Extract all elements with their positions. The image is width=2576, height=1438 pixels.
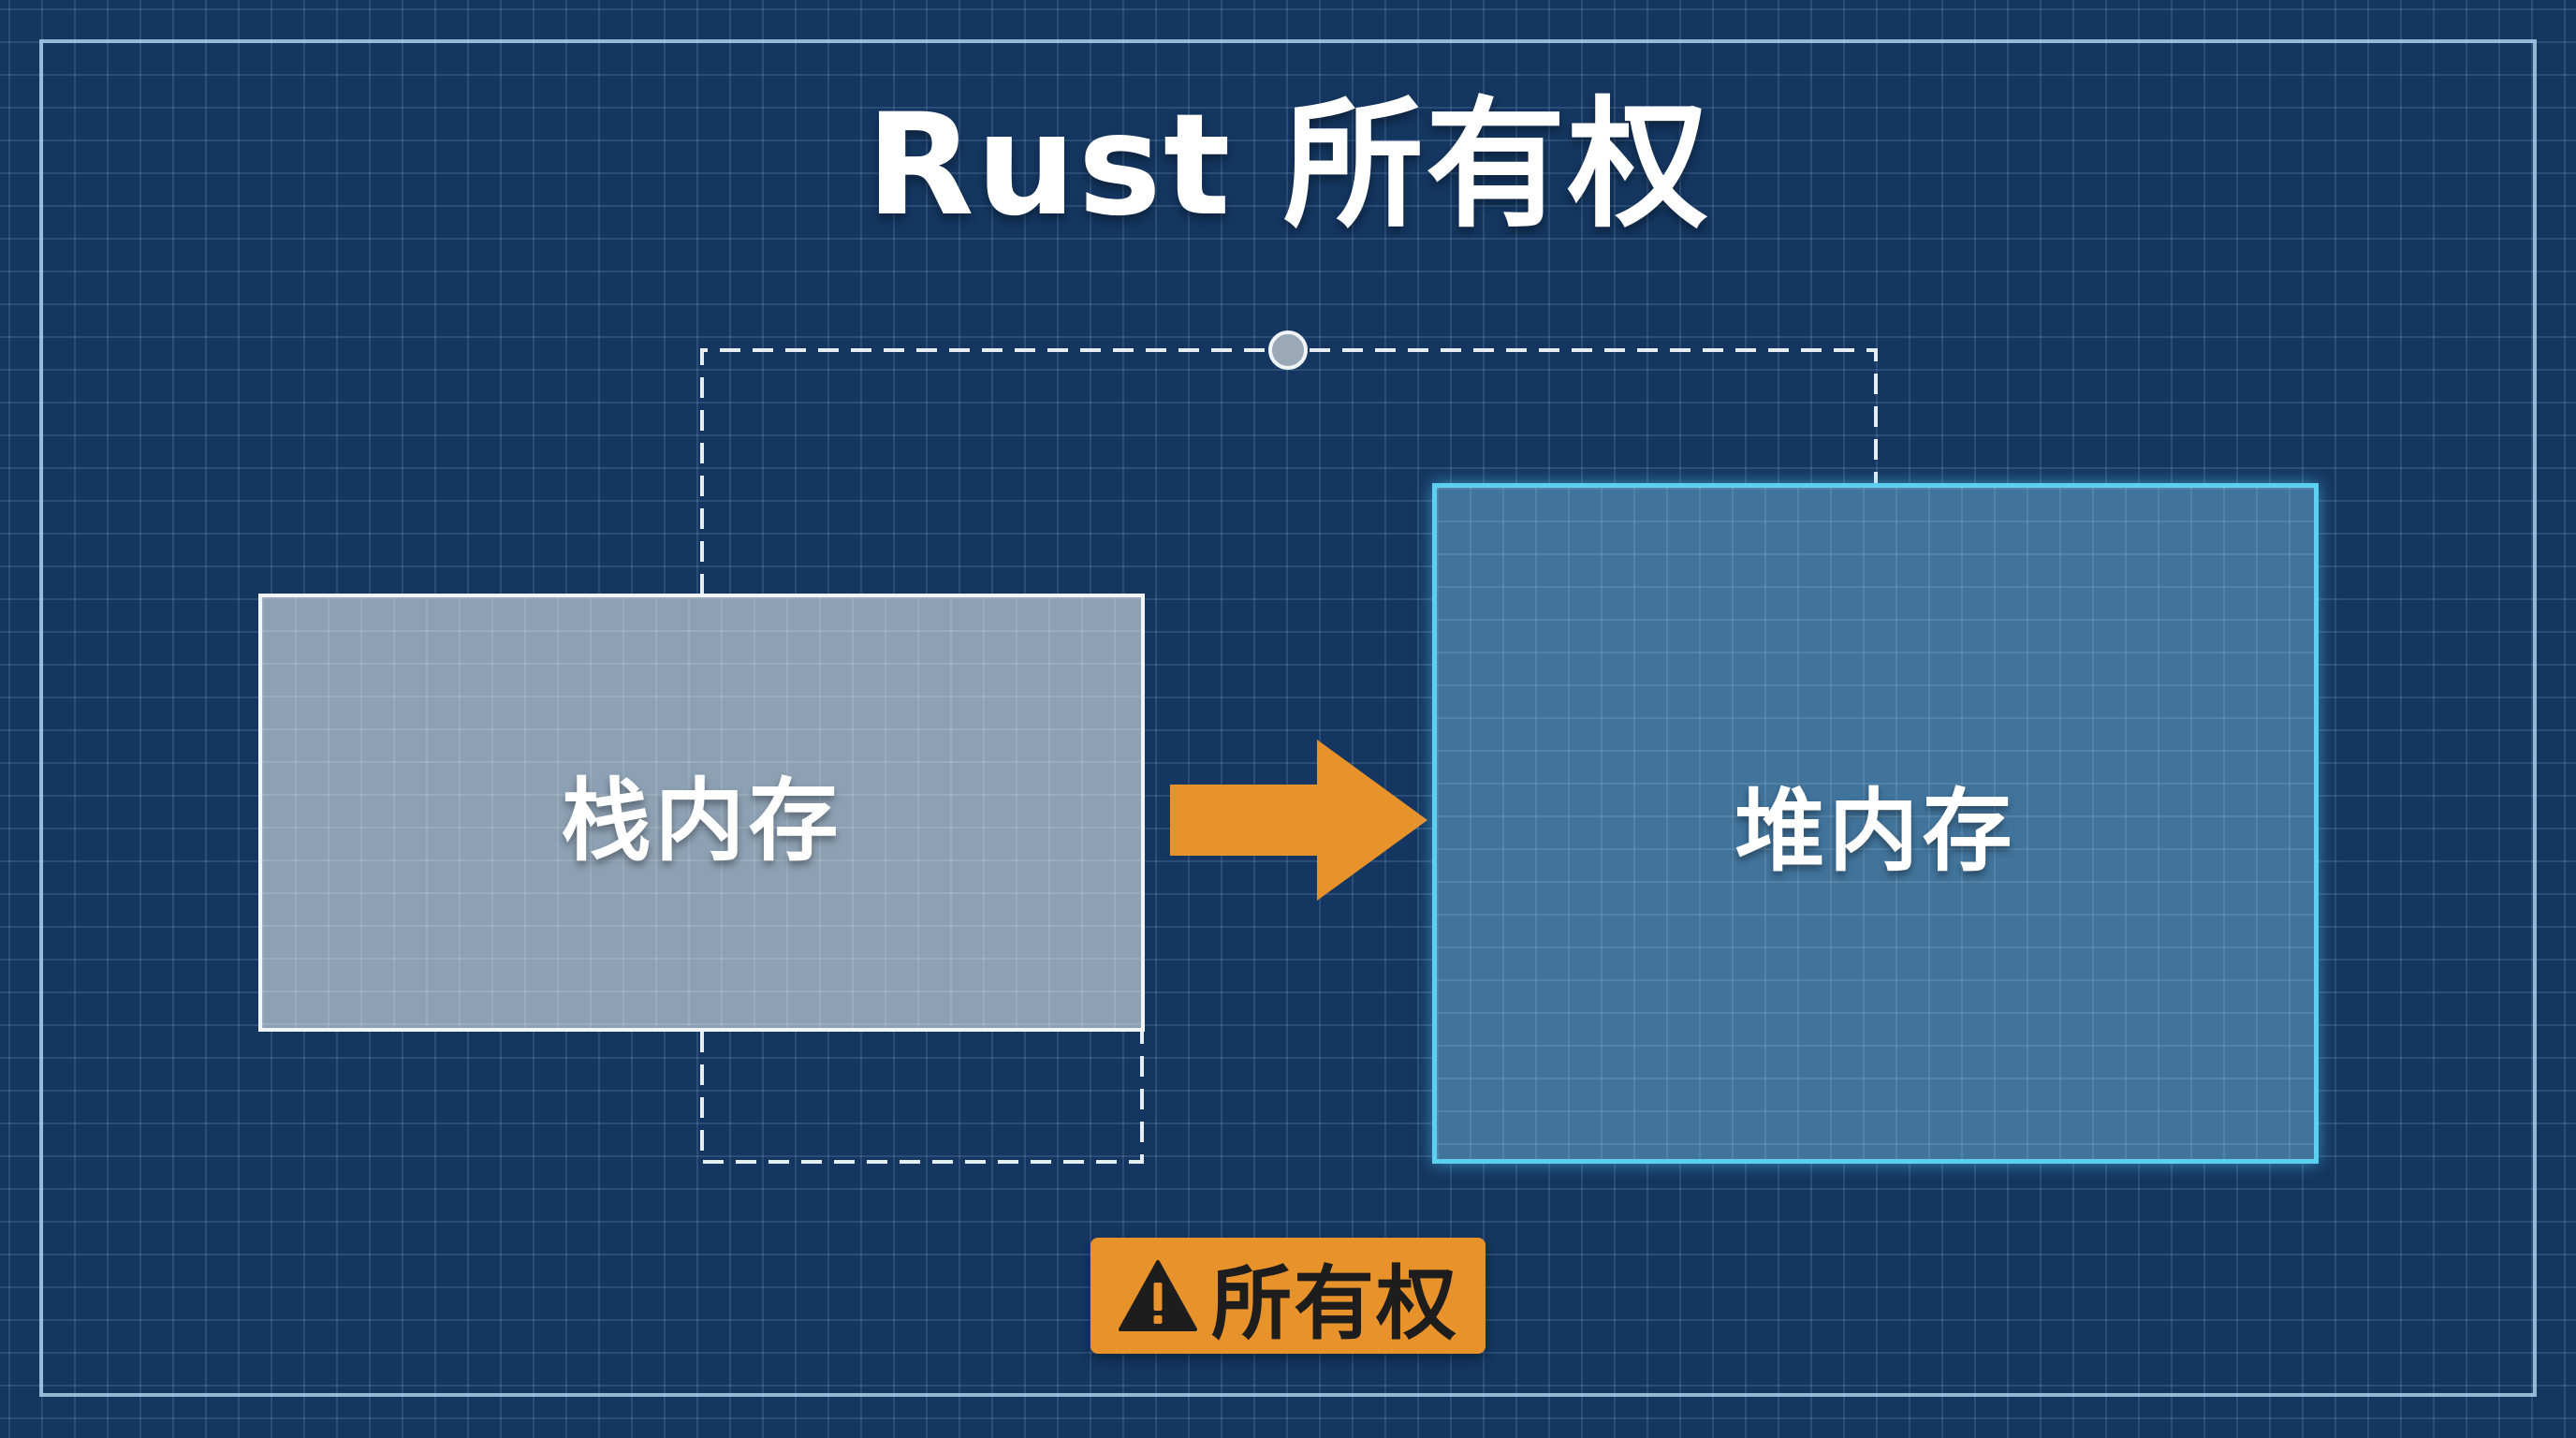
heap-memory-box: 堆内存 <box>1432 483 2319 1164</box>
diagram-title: Rust 所有权 <box>866 84 1710 247</box>
outer-frame <box>39 39 2537 1397</box>
badge-label: 所有权 <box>1211 1256 1458 1351</box>
heap-memory-label: 堆内存 <box>1734 779 2016 884</box>
ownership-arrow-icon <box>1170 740 1427 901</box>
stack-memory-box: 栈内存 <box>258 594 1145 1032</box>
warning-icon <box>1119 1260 1197 1331</box>
ownership-badge: 所有权 <box>1090 1238 1486 1354</box>
stack-memory-label: 栈内存 <box>561 768 842 873</box>
